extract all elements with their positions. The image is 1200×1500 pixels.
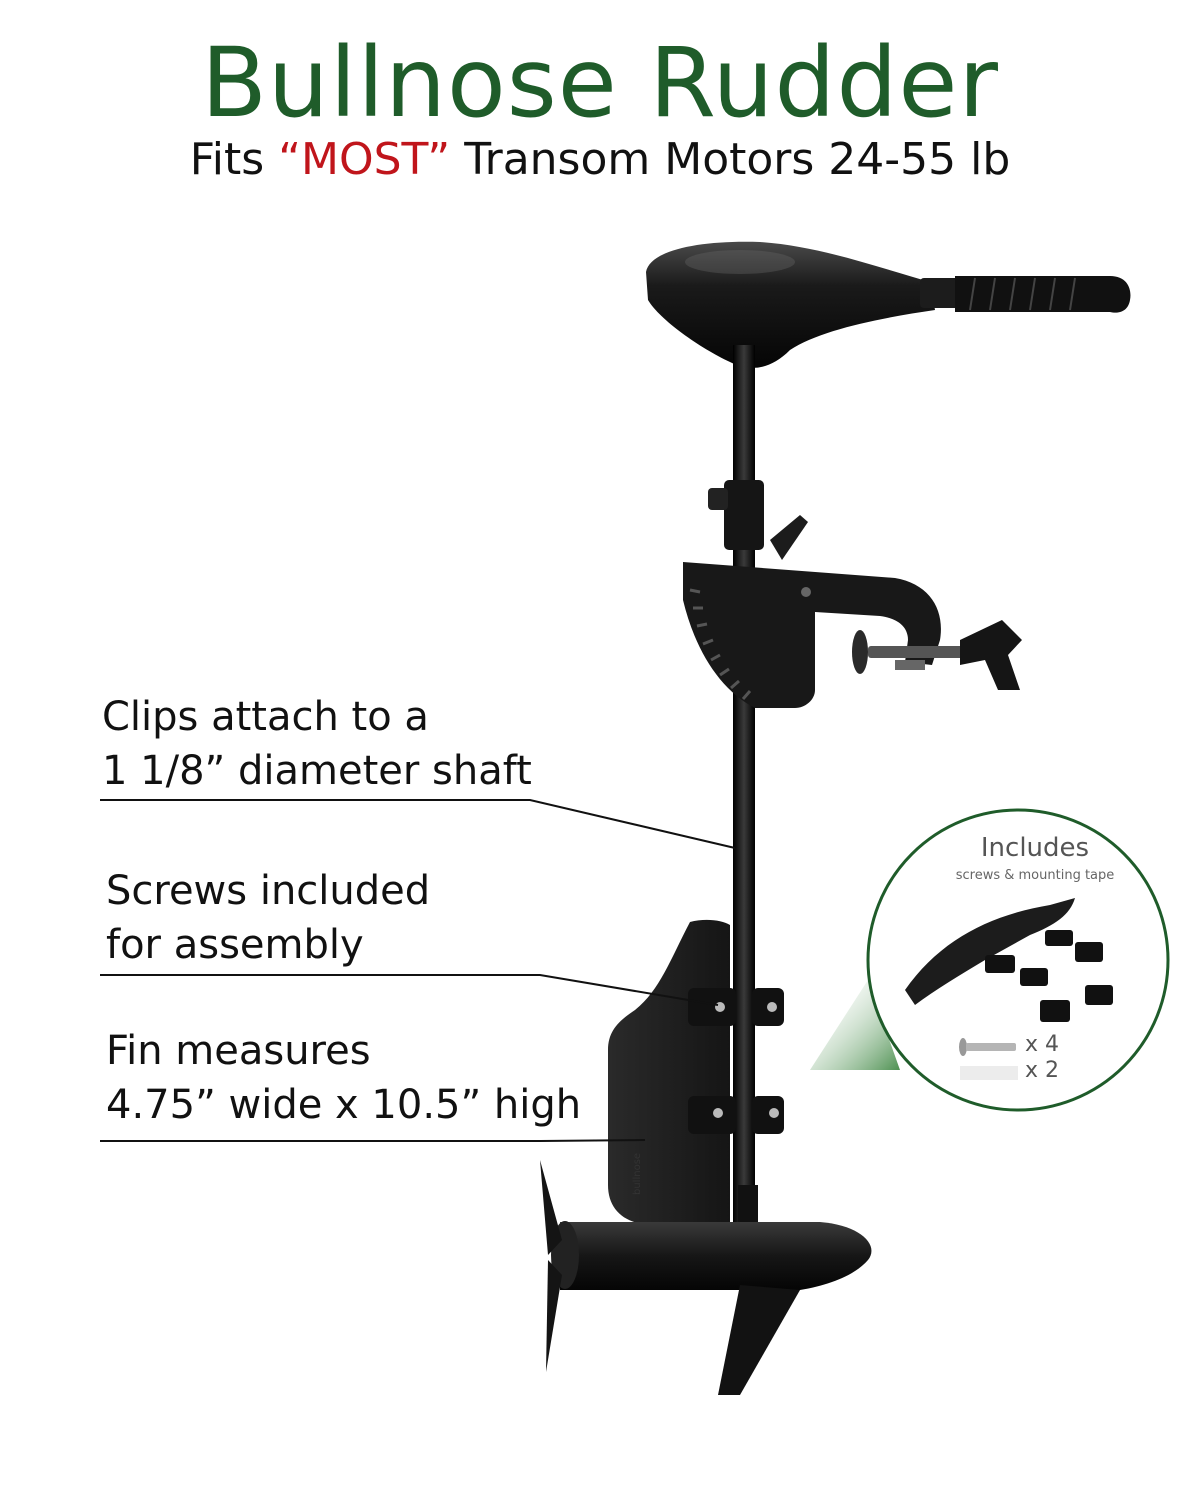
- includes-subtitle: screws & mounting tape: [955, 868, 1115, 883]
- screws-quantity: x 4: [1025, 1032, 1060, 1057]
- rudder-fin: bullnose: [608, 919, 784, 1225]
- includes-title: Includes: [980, 833, 1090, 863]
- includes-inset: [866, 808, 1170, 1112]
- callout-screws: Screws included for assembly: [106, 864, 430, 972]
- subtitle-highlight: “MOST”: [278, 134, 451, 185]
- motor-head: [646, 241, 1131, 368]
- callout-fin-line2: 4.75” wide x 10.5” high: [106, 1082, 582, 1128]
- callout-fin-size: Fin measures 4.75” wide x 10.5” high: [106, 1024, 581, 1132]
- svg-text:bullnose: bullnose: [632, 1153, 643, 1195]
- tape-icon: [960, 1066, 1018, 1080]
- callout-screws-line2: for assembly: [106, 922, 364, 968]
- inset-pointer: [810, 980, 900, 1070]
- callout-shaft-line1: Clips attach to a: [102, 694, 429, 740]
- tape-quantity: x 2: [1025, 1058, 1060, 1083]
- product-subtitle: Fits “MOST” Transom Motors 24-55 lb: [0, 132, 1200, 188]
- callout-shaft-clips: Clips attach to a 1 1/8” diameter shaft: [102, 690, 532, 798]
- inset-parts: [905, 898, 1113, 1022]
- callout-screws-line1: Screws included: [106, 868, 431, 914]
- subtitle-suffix: Transom Motors 24-55 lb: [450, 134, 1011, 185]
- callout-leaders: [100, 799, 736, 1142]
- transom-bracket: [683, 562, 1022, 708]
- screw-icon: [959, 1038, 1016, 1056]
- subtitle-prefix: Fits: [189, 134, 279, 185]
- callout-fin-line1: Fin measures: [106, 1028, 371, 1074]
- shaft-collar: [708, 480, 808, 560]
- callout-shaft-line2: 1 1/8” diameter shaft: [102, 748, 532, 794]
- motor-lower-unit: [540, 1160, 872, 1395]
- product-title: Bullnose Rudder: [201, 27, 999, 139]
